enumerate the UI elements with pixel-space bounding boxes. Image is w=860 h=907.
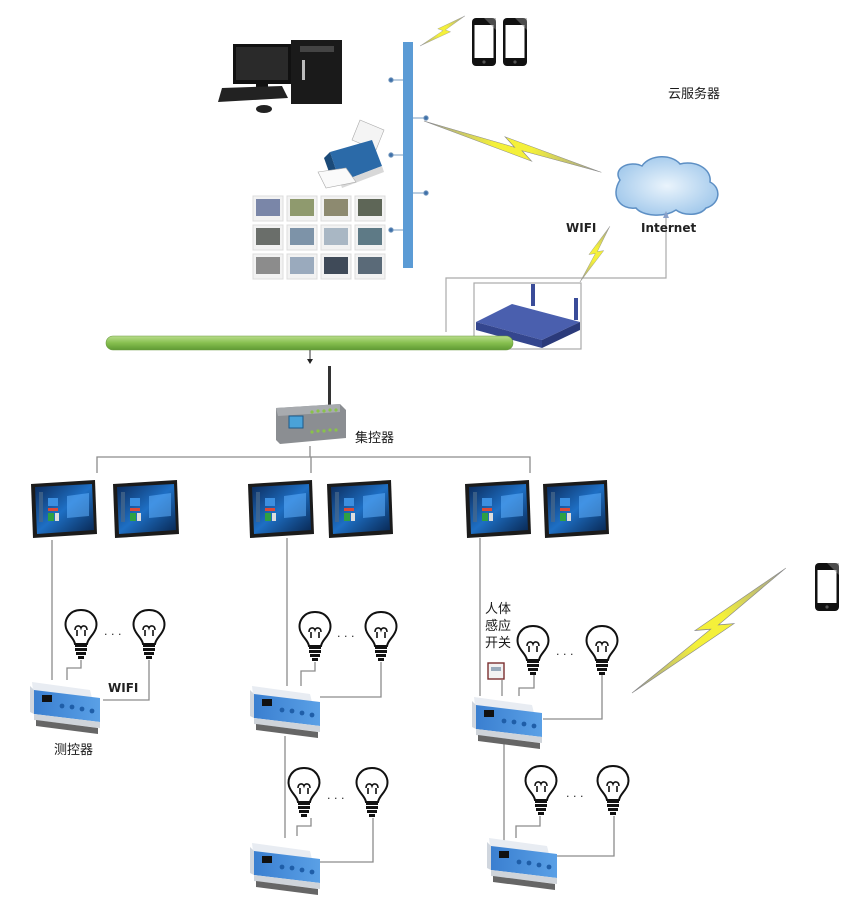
motion-sensor-label-line1: 人体 — [485, 602, 512, 617]
light-bulb-icon — [585, 625, 619, 676]
measure-control-module-icon — [30, 682, 100, 734]
printer-icon — [317, 119, 385, 189]
motion-sensor-switch-icon — [487, 662, 505, 680]
ellipsis: · · · — [337, 630, 355, 643]
camera-thumbnail-image — [324, 199, 348, 216]
internet-arrow — [663, 211, 669, 218]
ellipsis: · · · — [566, 790, 584, 803]
branch-wires — [51, 538, 615, 863]
touch-panel-icon — [465, 480, 531, 538]
distribution-lines — [96, 446, 531, 473]
motion-sensor-label-line2: 感应 — [485, 619, 512, 634]
motion-sensor-label: 人体 感应 开关 — [485, 601, 511, 652]
smartphone-icon — [815, 563, 839, 611]
measure-control-module-icon — [250, 843, 320, 895]
ethernet-backbone — [105, 335, 514, 351]
wireless-link-icon — [624, 563, 795, 699]
measure-controller-label: 测控器 — [54, 743, 94, 758]
central-controller-icon — [276, 366, 346, 444]
cloud-server-label: 云服务器 — [668, 87, 721, 102]
touch-panel-icon — [248, 480, 314, 538]
router-link-lines — [445, 216, 667, 350]
camera-thumbnail-image — [256, 199, 280, 216]
light-bulb-icon — [516, 625, 550, 676]
camera-thumbnail-image — [358, 257, 382, 274]
touch-panel-icon — [327, 480, 393, 538]
light-bulb-icon — [287, 767, 321, 818]
camera-thumbnail-image — [290, 228, 314, 245]
light-bulb-icon — [355, 767, 389, 818]
desktop-computer-icon — [218, 40, 342, 113]
motion-sensor-label-line3: 开关 — [485, 636, 512, 651]
light-bulb-icon — [64, 609, 98, 660]
down-arrow-icon — [307, 350, 313, 364]
camera-images-icon — [252, 195, 386, 280]
touch-panel-icon — [543, 480, 609, 538]
camera-thumbnail-image — [324, 228, 348, 245]
ellipsis: · · · — [556, 648, 574, 661]
smartphone-icon — [472, 18, 496, 66]
wireless-link-icon — [421, 110, 604, 184]
wireless-link-icon — [416, 13, 469, 49]
camera-thumbnail-image — [290, 257, 314, 274]
bus-taps — [388, 77, 429, 233]
internet-label: Internet — [641, 221, 697, 235]
wifi-branch-label: WIFI — [108, 681, 139, 695]
camera-thumbnail-image — [324, 257, 348, 274]
cloud-icon — [615, 156, 719, 216]
camera-thumbnail-image — [256, 257, 280, 274]
wifi-label: WIFI — [566, 221, 597, 235]
touch-panel-icon — [31, 480, 97, 538]
lan-bus — [403, 42, 413, 268]
measure-control-module-icon — [487, 838, 557, 890]
central-controller-label: 集控器 — [355, 431, 395, 446]
camera-thumbnail-image — [256, 228, 280, 245]
smartphone-icon — [503, 18, 527, 66]
camera-thumbnail-image — [290, 199, 314, 216]
measure-control-module-icon — [250, 686, 320, 738]
light-bulb-icon — [596, 765, 630, 816]
ellipsis: · · · — [104, 628, 122, 641]
camera-thumbnail-image — [358, 199, 382, 216]
light-bulb-icon — [132, 609, 166, 660]
wifi-router-icon — [476, 284, 580, 348]
ellipsis: · · · — [327, 792, 345, 805]
measure-control-module-icon — [472, 697, 542, 749]
camera-thumbnail-image — [358, 228, 382, 245]
light-bulb-icon — [364, 611, 398, 662]
touch-panel-icon — [113, 480, 179, 538]
light-bulb-icon — [524, 765, 558, 816]
light-bulb-icon — [298, 611, 332, 662]
